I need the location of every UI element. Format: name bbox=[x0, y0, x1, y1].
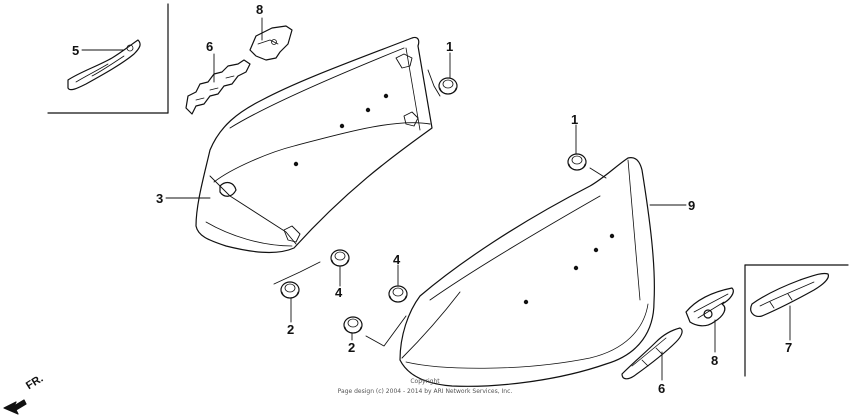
inset-frame-left bbox=[47, 3, 169, 114]
callout-9: 9 bbox=[688, 198, 696, 213]
grommet-4-left bbox=[330, 249, 350, 267]
emblem-7-right bbox=[750, 272, 829, 317]
callout-8: 8 bbox=[256, 2, 264, 17]
wing-emblem-8-right bbox=[685, 287, 734, 327]
clip-8-left bbox=[249, 25, 293, 61]
grommet-2-right bbox=[343, 316, 363, 334]
callout-4: 4 bbox=[393, 252, 401, 267]
grommet-1-upper bbox=[438, 77, 458, 95]
page-design-credit: Page design (c) 2004 - 2014 by ARI Netwo… bbox=[337, 388, 513, 395]
callout-6: 6 bbox=[658, 381, 666, 396]
copyright-line: Copyright bbox=[410, 378, 440, 385]
callout-7: 7 bbox=[785, 340, 793, 355]
callout-4: 4 bbox=[335, 285, 343, 300]
grommet-2-left bbox=[280, 281, 300, 299]
callout-3: 3 bbox=[156, 191, 164, 206]
callout-5: 5 bbox=[72, 43, 80, 58]
callout-2: 2 bbox=[348, 340, 356, 355]
bracket-6-left bbox=[185, 59, 251, 115]
grommet-1-right bbox=[567, 153, 587, 171]
callout-1: 1 bbox=[571, 112, 579, 127]
emblem-5-left bbox=[67, 39, 141, 91]
emblem-6-right bbox=[621, 327, 683, 380]
grommet-4-right bbox=[388, 285, 408, 303]
side-cover-9-right bbox=[399, 157, 655, 387]
side-cover-3-left bbox=[195, 36, 433, 254]
callout-8: 8 bbox=[711, 353, 719, 368]
callout-6: 6 bbox=[206, 39, 214, 54]
callout-1: 1 bbox=[446, 39, 454, 54]
leader-lines bbox=[81, 17, 791, 381]
callout-2: 2 bbox=[287, 322, 295, 337]
front-direction-arrow bbox=[3, 399, 27, 415]
inset-frame-right bbox=[744, 264, 849, 377]
